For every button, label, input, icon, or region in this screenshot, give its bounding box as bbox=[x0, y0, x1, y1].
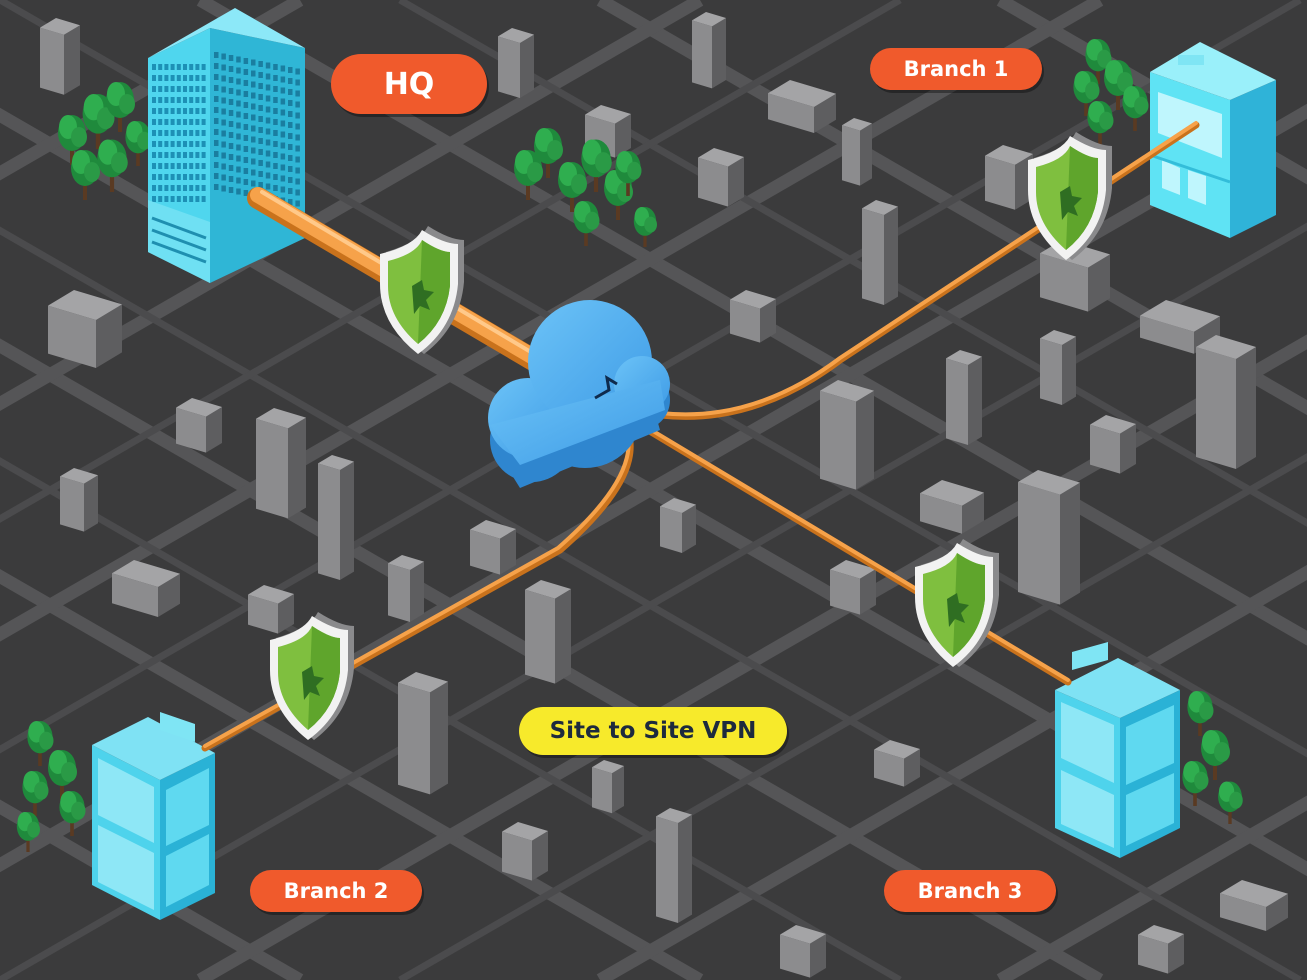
city-block bbox=[388, 555, 424, 622]
tree-icon bbox=[125, 121, 152, 166]
city-block bbox=[248, 585, 294, 634]
city-block bbox=[585, 105, 631, 158]
city-block bbox=[842, 118, 872, 186]
city-block bbox=[60, 468, 98, 532]
branch1-label: Branch 1 bbox=[870, 48, 1042, 90]
hq-label: HQ bbox=[331, 54, 487, 114]
city-block bbox=[692, 12, 726, 89]
trees bbox=[16, 39, 1243, 852]
hq-windows bbox=[152, 52, 300, 207]
tree-icon bbox=[48, 750, 77, 800]
cloud-icon bbox=[488, 300, 670, 488]
city-block bbox=[820, 380, 874, 490]
city-block bbox=[256, 408, 306, 519]
city-block bbox=[830, 560, 876, 615]
city-block bbox=[698, 148, 744, 207]
city-block bbox=[1018, 470, 1080, 605]
city-block bbox=[1138, 925, 1184, 974]
city-block bbox=[470, 520, 516, 575]
shield-icon bbox=[915, 539, 999, 667]
tree-icon bbox=[22, 771, 49, 816]
tree-icon bbox=[1085, 39, 1112, 84]
city-block bbox=[874, 740, 920, 787]
city-block bbox=[40, 18, 80, 95]
shield-icon bbox=[270, 612, 354, 740]
city-block bbox=[862, 200, 898, 305]
tree-icon bbox=[534, 128, 563, 178]
city-block bbox=[1090, 415, 1136, 474]
city-block bbox=[1220, 880, 1288, 931]
branch3-label: Branch 3 bbox=[884, 870, 1056, 912]
city-block bbox=[592, 760, 624, 814]
tree-icon bbox=[558, 162, 587, 212]
shields bbox=[270, 132, 1112, 740]
city-blocks bbox=[40, 12, 1288, 978]
tree-icon bbox=[633, 207, 657, 247]
city-block bbox=[920, 480, 984, 534]
tree-icon bbox=[581, 139, 612, 192]
tree-icon bbox=[27, 721, 54, 766]
tree-icon bbox=[1087, 101, 1114, 146]
tree-icon bbox=[1218, 781, 1243, 824]
tree-icon bbox=[573, 201, 600, 246]
hq-building-icon bbox=[148, 8, 305, 283]
city-block bbox=[525, 580, 571, 684]
tree-icon bbox=[16, 812, 40, 852]
city-block bbox=[502, 822, 548, 881]
tree-icon bbox=[1122, 86, 1149, 131]
city-block bbox=[112, 560, 180, 617]
city-block bbox=[318, 455, 354, 580]
city-block bbox=[780, 925, 826, 978]
tree-icon bbox=[1201, 730, 1230, 780]
tree-icon bbox=[71, 150, 100, 200]
branch2-label: Branch 2 bbox=[250, 870, 422, 912]
city-block bbox=[176, 398, 222, 453]
tree-icon bbox=[1073, 71, 1100, 116]
city-block bbox=[985, 145, 1033, 210]
city-block bbox=[498, 28, 534, 98]
tree-icon bbox=[82, 94, 115, 149]
branch2-building-icon bbox=[92, 712, 215, 920]
tree-icon bbox=[1187, 691, 1214, 736]
tree-icon bbox=[59, 791, 86, 836]
shield-icon bbox=[380, 226, 464, 354]
city-block bbox=[768, 80, 836, 133]
branch3-building-icon bbox=[1055, 642, 1180, 858]
city-block bbox=[946, 350, 982, 445]
city-block bbox=[730, 290, 776, 343]
city-block bbox=[660, 498, 696, 553]
city-block bbox=[398, 672, 448, 795]
city-block bbox=[656, 808, 692, 923]
tree-icon bbox=[58, 115, 87, 165]
tree-icon bbox=[106, 82, 135, 132]
city-block bbox=[48, 290, 122, 368]
diagram-title: Site to Site VPN bbox=[519, 707, 787, 755]
tree-icon bbox=[615, 151, 642, 196]
shield-icon bbox=[1028, 132, 1112, 260]
tree-icon bbox=[1182, 761, 1209, 806]
city-block bbox=[1196, 335, 1256, 469]
city-block bbox=[1040, 330, 1076, 405]
tree-icon bbox=[97, 139, 128, 192]
tree-icon bbox=[514, 150, 543, 200]
